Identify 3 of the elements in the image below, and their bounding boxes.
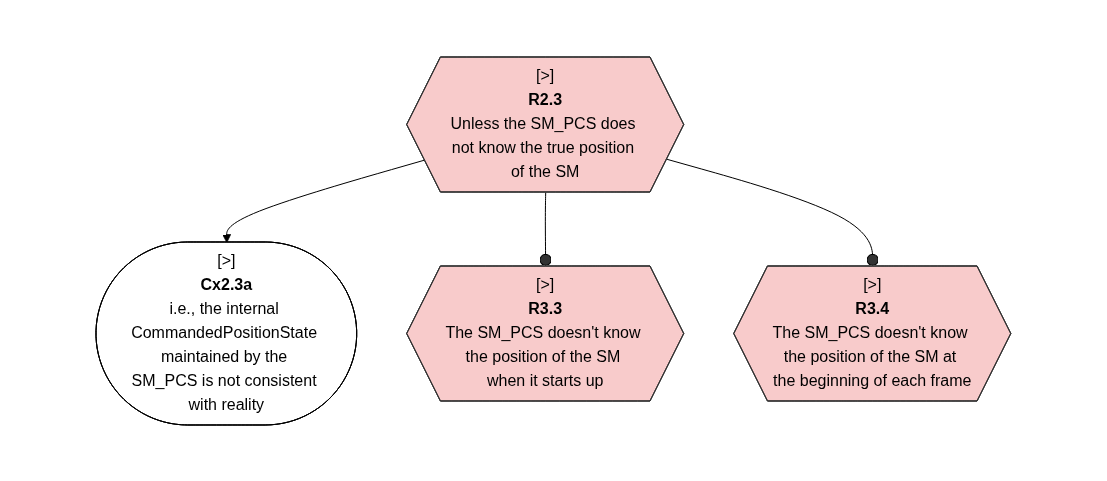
arrow (222, 159, 426, 243)
connector (666, 158, 879, 267)
connector (539, 191, 552, 267)
